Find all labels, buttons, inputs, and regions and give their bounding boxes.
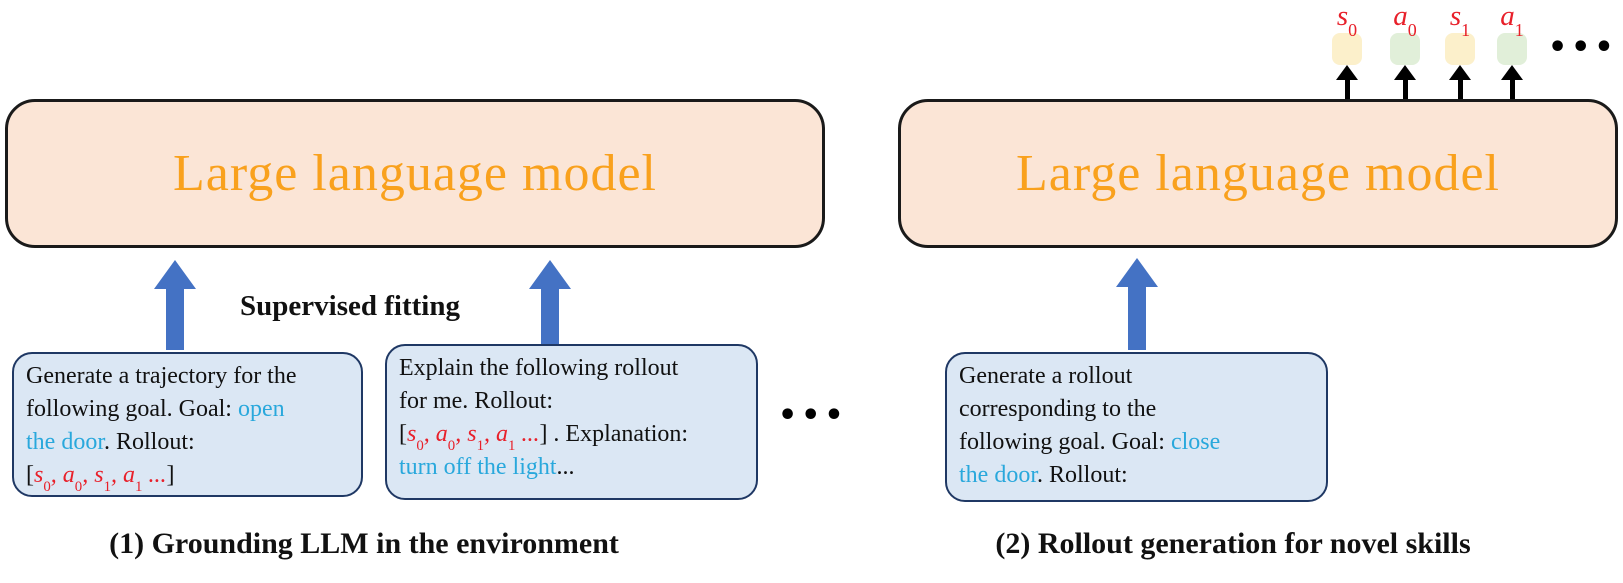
arrow-head	[1501, 65, 1523, 80]
output-arrow-up-icon	[1336, 65, 1358, 99]
prompt-line: corresponding to the	[959, 396, 1157, 422]
ellipsis-more-prompts: •••	[778, 398, 848, 433]
token-label-s0: s0	[1336, 0, 1358, 40]
prompt-box-trajectory: Generate a trajectory for the following …	[12, 352, 363, 497]
prompt-line: for me. Rollout:	[399, 388, 553, 414]
caption-right: (2) Rollout generation for novel skills	[995, 527, 1471, 560]
prompt-line: [s0, a0, s1, a1 ...]	[26, 462, 175, 496]
arrow-head	[1449, 65, 1471, 80]
arrow-stem	[1128, 287, 1146, 350]
caption-left: (1) Grounding LLM in the environment	[109, 527, 619, 560]
token-box-a0	[1390, 33, 1420, 65]
llm-label-left: Large language model	[173, 145, 657, 202]
token-label-s1: s1	[1449, 0, 1471, 40]
token-box-a1	[1497, 33, 1527, 65]
arrow-head	[1336, 65, 1358, 80]
prompt-line: the door. Rollout:	[26, 429, 195, 455]
arrow-stem	[541, 289, 559, 344]
supervised-fitting-label: Supervised fitting	[240, 290, 460, 322]
token-label-a0: a0	[1393, 0, 1417, 40]
ellipsis-more-tokens: •••	[1548, 30, 1618, 65]
llm-box-right: Large language model	[898, 99, 1618, 248]
arrow-stem	[166, 289, 184, 350]
arrow-head	[154, 260, 196, 289]
llm-label-right: Large language model	[1016, 145, 1500, 202]
output-arrow-up-icon	[1394, 65, 1416, 99]
arrow-stem	[1402, 80, 1408, 99]
arrow-stem	[1344, 80, 1350, 99]
training-arrow-up-icon-2	[529, 260, 571, 344]
prompt-line: turn off the light...	[399, 454, 575, 480]
arrow-head	[1116, 258, 1158, 287]
generation-arrow-up-icon	[1116, 258, 1158, 350]
arrow-stem	[1509, 80, 1515, 99]
llm-box-left: Large language model	[5, 99, 825, 248]
token-column-s1: s1	[1435, 1, 1485, 99]
token-box-s0	[1332, 33, 1362, 65]
prompt-line: [s0, a0, s1, a1 ...] . Explanation:	[399, 421, 689, 455]
prompt-box-explain: Explain the following rollout for me. Ro…	[385, 344, 758, 500]
training-arrow-up-icon-1	[154, 260, 196, 350]
arrow-head	[1394, 65, 1416, 80]
token-label-a1: a1	[1500, 0, 1524, 40]
output-arrow-up-icon	[1501, 65, 1523, 99]
prompt-line: the door. Rollout:	[959, 462, 1128, 488]
prompt-line: Generate a trajectory for the	[26, 363, 297, 389]
token-column-a0: a0	[1380, 1, 1430, 99]
token-box-s1	[1445, 33, 1475, 65]
output-arrow-up-icon	[1449, 65, 1471, 99]
prompt-line: following goal. Goal: close	[959, 429, 1221, 455]
prompt-line: Explain the following rollout	[399, 355, 679, 381]
token-column-a1: a1	[1487, 1, 1537, 99]
prompt-box-generate: Generate a rollout corresponding to the …	[945, 352, 1328, 502]
prompt-line: Generate a rollout	[959, 363, 1133, 389]
arrow-stem	[1457, 80, 1463, 99]
prompt-line: following goal. Goal: open	[26, 396, 285, 422]
token-column-s0: s0	[1322, 1, 1372, 99]
arrow-head	[529, 260, 571, 289]
